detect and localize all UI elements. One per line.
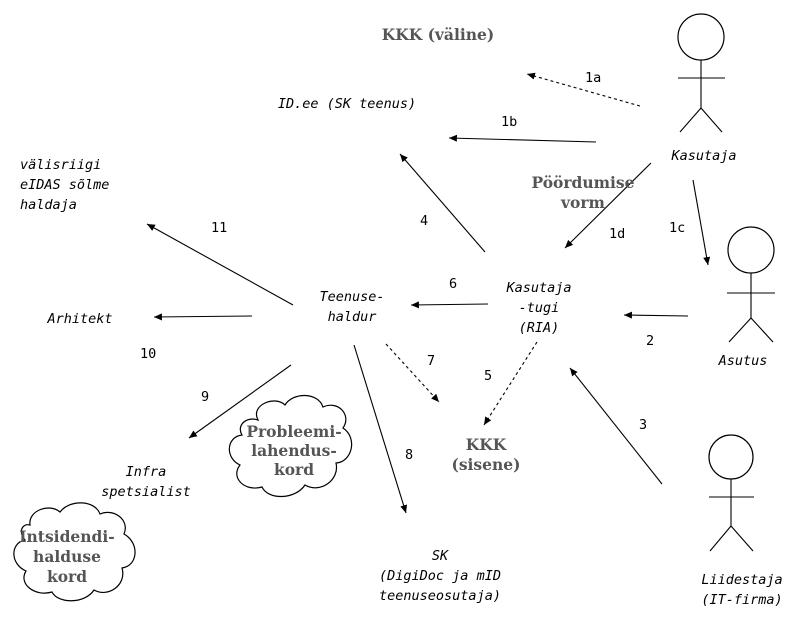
node-intsidendi-line1: Intsidendi- xyxy=(19,527,114,546)
edge-9 xyxy=(188,364,292,439)
edges xyxy=(146,72,711,514)
edge-4 xyxy=(399,153,486,253)
edge-6 xyxy=(410,301,489,309)
edge-label-7: 7 xyxy=(427,353,435,369)
node-intsidendi-line2: halduse xyxy=(33,547,101,566)
edge-10 xyxy=(153,313,253,321)
node-eidas-line2: eIDAS sõlme xyxy=(20,177,109,193)
actor-figure-liidestaja xyxy=(708,434,754,552)
node-probleemi-line3: kord xyxy=(274,460,314,479)
edge-8 xyxy=(353,344,408,514)
node-asutus: Asutus xyxy=(718,353,768,369)
edge-labels: 1a 1b 1c 1d 2 3 4 5 6 7 8 9 10 11 xyxy=(140,70,685,463)
node-id-ee: ID.ee (SK teenus) xyxy=(278,96,416,112)
node-kasutajatugi-line3: (RIA) xyxy=(519,320,560,336)
node-poordumise-line1: Pöördumise xyxy=(531,173,634,192)
edge-label-3: 3 xyxy=(639,417,647,433)
edge-label-6: 6 xyxy=(449,276,457,292)
node-kasutajatugi-line2: -tugi xyxy=(519,300,560,316)
edge-label-11: 11 xyxy=(211,220,227,236)
edge-2 xyxy=(623,311,689,319)
edge-11 xyxy=(146,223,294,306)
edge-label-9: 9 xyxy=(201,389,209,405)
node-probleemi-line2: lahendus- xyxy=(251,441,337,460)
edge-1b xyxy=(448,134,597,143)
node-kkk-internal-line2: (sisene) xyxy=(451,455,520,474)
edge-label-10: 10 xyxy=(140,346,156,362)
node-infra-line2: spetsialist xyxy=(101,484,190,500)
edge-3 xyxy=(569,367,663,485)
edge-1d xyxy=(564,162,652,249)
edge-1a xyxy=(526,72,641,107)
node-infra-line1: Infra xyxy=(126,464,167,480)
node-probleemi-line1: Probleemi- xyxy=(246,422,341,441)
edge-label-5: 5 xyxy=(484,368,492,384)
edge-label-1a: 1a xyxy=(585,70,601,86)
edge-5 xyxy=(483,341,538,426)
actor-figure-asutus xyxy=(727,226,775,343)
edge-label-1d: 1d xyxy=(609,226,625,242)
node-eidas-line3: haldaja xyxy=(20,197,77,213)
edge-label-8: 8 xyxy=(405,447,413,463)
node-teenusehaldur-line2: haldur xyxy=(328,309,378,325)
node-kkk-internal-line1: KKK xyxy=(466,435,507,454)
node-sk-line3: teenuseosutaja) xyxy=(379,588,501,604)
node-labels: KKK (väline) ID.ee (SK teenus) välisriig… xyxy=(19,25,782,608)
node-arhitekt: Arhitekt xyxy=(46,311,112,327)
edge-7 xyxy=(385,343,440,403)
node-sk-line1: SK xyxy=(432,548,449,564)
edge-1c xyxy=(692,179,711,266)
edge-label-1c: 1c xyxy=(669,220,685,236)
node-teenusehaldur-line1: Teenuse- xyxy=(319,289,384,305)
cloud-probleemi xyxy=(228,394,353,498)
actor-figure-kasutaja xyxy=(677,13,725,133)
edge-label-2: 2 xyxy=(646,333,654,349)
node-intsidendi-line3: kord xyxy=(47,567,87,586)
edge-label-1b: 1b xyxy=(501,114,517,130)
node-eidas-line1: välisriigi xyxy=(20,157,101,173)
edge-label-4: 4 xyxy=(420,213,428,229)
node-sk-line2: (DigiDoc ja mID xyxy=(379,568,501,584)
node-liidestaja-line1: Liidestaja xyxy=(701,572,782,588)
node-kasutajatugi-line1: Kasutaja xyxy=(505,280,571,296)
node-kasutaja: Kasutaja xyxy=(670,148,736,164)
node-kkk-external: KKK (väline) xyxy=(382,25,494,44)
cloud-intsidendi xyxy=(13,502,136,602)
node-liidestaja-line2: (IT-firma) xyxy=(701,592,782,608)
node-poordumise-line2: vorm xyxy=(560,193,606,212)
